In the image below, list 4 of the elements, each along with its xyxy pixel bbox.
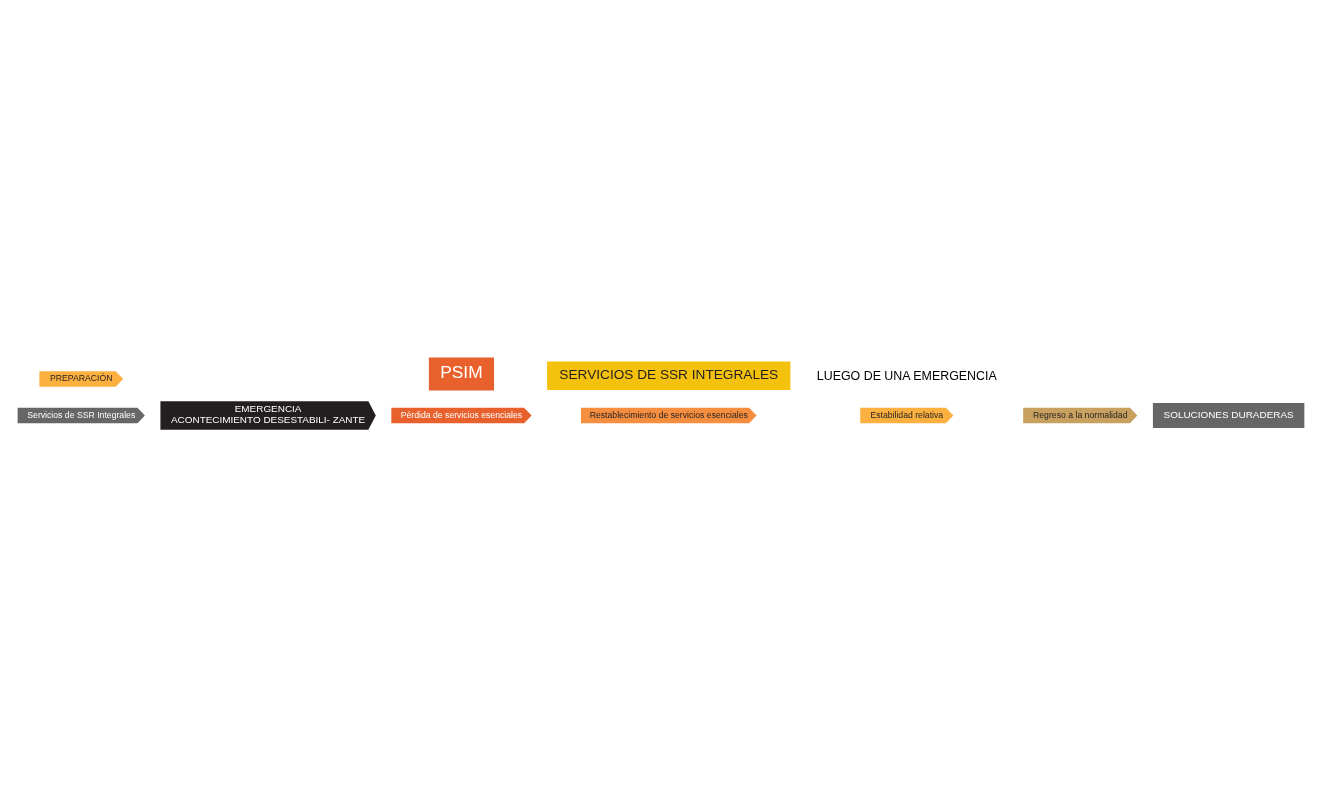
- node-box: PSIM: [428, 357, 495, 391]
- node-box: SERVICIOS DE SSR INTEGRALES: [547, 361, 791, 391]
- node-box: SOLUCIONES DURADERAS: [1152, 403, 1305, 428]
- label: LUEGO DE UNA EMERGENCIA: [816, 368, 997, 383]
